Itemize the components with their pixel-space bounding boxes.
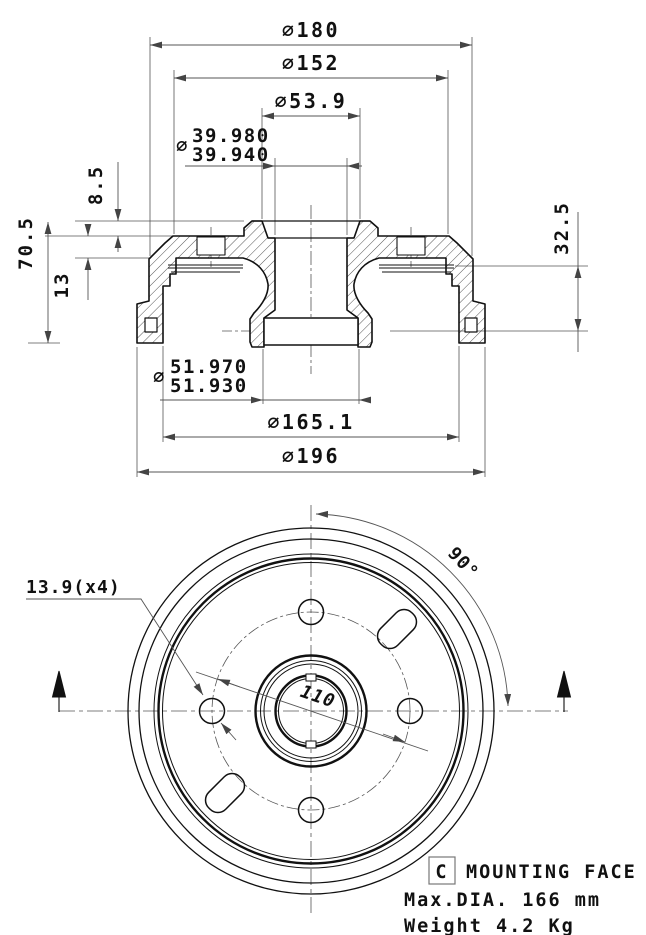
bolt-hole-left bbox=[198, 697, 226, 725]
dim-height-13: 13 bbox=[51, 272, 73, 299]
hub-bore-lower bbox=[263, 317, 359, 346]
angle-arc-90 bbox=[315, 510, 512, 707]
mounting-face-text: MOUNTING FACE bbox=[466, 862, 637, 883]
datum-box bbox=[428, 856, 456, 885]
section-dimension-lines bbox=[44, 41, 582, 476]
hub-outer-circle bbox=[254, 654, 368, 768]
dim-depth-32-5: 32.5 bbox=[551, 201, 573, 255]
section-details bbox=[144, 220, 478, 346]
dim-dia-180: ∅180 bbox=[282, 18, 340, 42]
outer-rim-circle bbox=[127, 527, 495, 895]
section-arrow-right bbox=[556, 670, 572, 698]
balance-slot-ne bbox=[376, 608, 418, 650]
shoe-surface-lines bbox=[168, 264, 454, 273]
dim-bore-upper-dia-symbol: ∅ bbox=[176, 135, 189, 157]
flange-bolt-hole-right bbox=[396, 236, 426, 256]
section-cut-arrows bbox=[51, 670, 572, 712]
section-arrow-left bbox=[51, 670, 67, 698]
outer-wall-circle bbox=[138, 538, 484, 884]
dim-dia-152: ∅152 bbox=[282, 51, 340, 75]
dim-angle-90: 90° bbox=[443, 543, 483, 583]
rim-notch-left bbox=[144, 317, 158, 333]
dim-dia-53-9: ∅53.9 bbox=[275, 89, 348, 113]
dim-bore-lower-max: 51.970 bbox=[170, 356, 248, 378]
dim-height-70-5: 70.5 bbox=[15, 216, 37, 270]
drum-section-left-half bbox=[136, 220, 276, 348]
balance-slot-sw bbox=[204, 772, 246, 814]
flange-bolt-hole-left bbox=[196, 236, 226, 256]
section-centerlines bbox=[210, 205, 412, 374]
dim-bore-lower-dia-symbol: ∅ bbox=[153, 366, 166, 388]
braking-surface-circle bbox=[157, 557, 465, 865]
drum-section-right-half bbox=[346, 220, 486, 348]
dim-dia-165-1: ∅165.1 bbox=[267, 410, 354, 434]
dim-bore-lower-min: 51.930 bbox=[170, 375, 248, 397]
drum-section-body bbox=[136, 220, 486, 348]
dim-dia-196: ∅196 bbox=[282, 444, 340, 468]
bolt-hole-bottom bbox=[297, 796, 325, 824]
dim-hole-note: 13.9(x4) bbox=[26, 577, 121, 598]
bore-notch-top bbox=[305, 673, 317, 682]
datum-label: C bbox=[435, 862, 448, 883]
dim-height-8-5: 8.5 bbox=[85, 165, 107, 205]
bolt-circle-dimension bbox=[195, 671, 429, 752]
dim-bore-upper-max: 39.980 bbox=[192, 125, 270, 147]
drum-circles bbox=[127, 527, 495, 895]
weight-text: Weight 4.2 Kg bbox=[404, 916, 575, 935]
hole-note-leader bbox=[26, 598, 237, 741]
dim-bore-upper-min: 39.940 bbox=[192, 144, 270, 166]
rim-notch-right bbox=[464, 317, 478, 333]
bore-notch-bottom bbox=[305, 740, 317, 749]
notes-block: C MOUNTING FACE Max.DIA. 166 mm Weight 4… bbox=[404, 856, 637, 935]
section-view: ∅180 ∅152 ∅53.9 ∅ 39.980 39.940 8.5 13 7… bbox=[15, 18, 588, 477]
front-view: 110 90° 13.9(x4) bbox=[26, 505, 572, 914]
max-dia-text: Max.DIA. 166 mm bbox=[404, 890, 601, 911]
front-centerlines bbox=[59, 505, 568, 914]
